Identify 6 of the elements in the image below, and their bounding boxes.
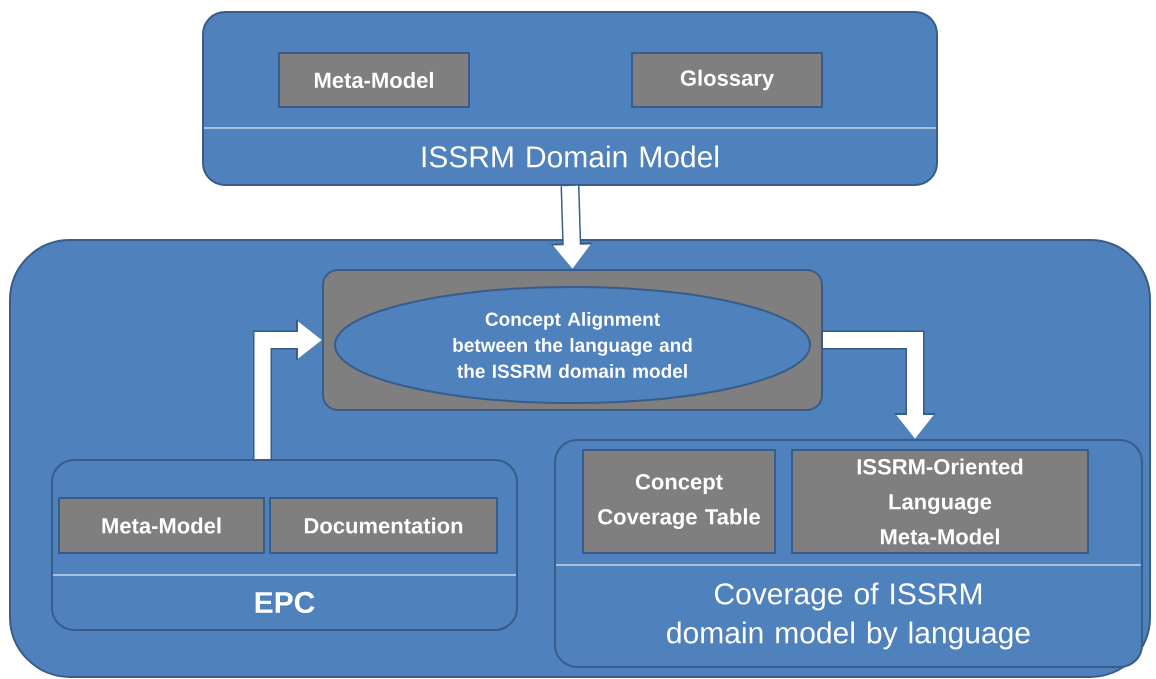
text-box: Meta-Model xyxy=(58,497,265,554)
text-box: Meta-Model xyxy=(278,52,470,108)
text-box: Concept Coverage Table xyxy=(582,449,776,554)
text-box: Documentation xyxy=(269,497,498,554)
text-box: Glossary xyxy=(631,52,823,108)
text-box: ISSRM-Oriented Language Meta-Model xyxy=(791,449,1089,554)
